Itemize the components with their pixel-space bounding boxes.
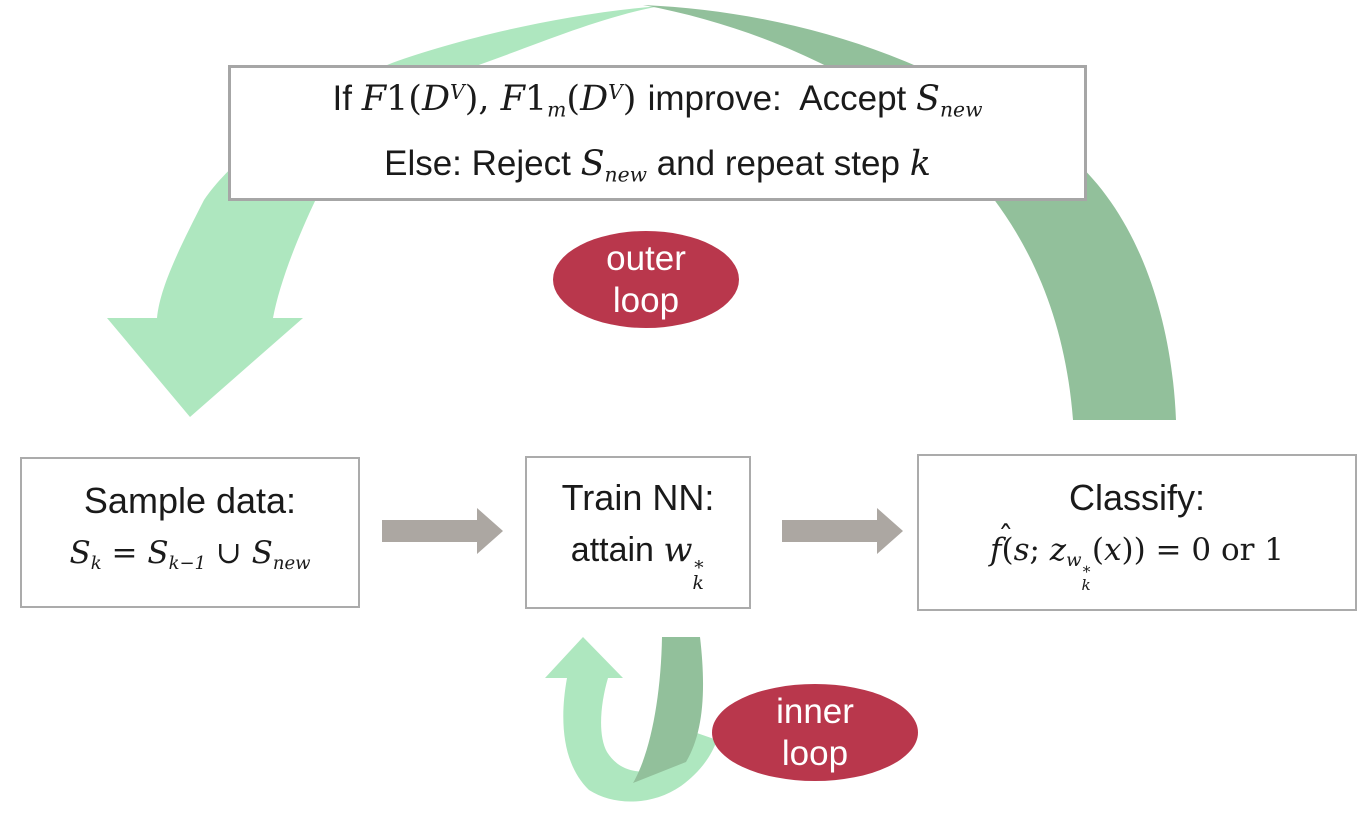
inner-loop-arrowhead <box>545 637 623 678</box>
inner-loop-label: inner loop <box>712 684 918 781</box>
outer-loop-label-line2: loop <box>612 280 680 320</box>
decision-line-2: Else: Reject Snew and repeat step k <box>384 143 931 187</box>
inner-loop-arrow-light <box>563 678 717 802</box>
inner-loop-label-line1: inner <box>776 691 854 731</box>
outer-loop-arc-light <box>107 6 660 417</box>
inner-loop-arrow-dark <box>633 637 704 783</box>
flow-arrow-sample-to-train <box>382 508 503 554</box>
inner-loop-label-line2: loop <box>781 733 849 773</box>
sample-data-formula: Sk = Sk−1 ∪ Snew <box>69 535 311 574</box>
sample-data-title: Sample data: <box>83 480 297 522</box>
decision-line-1: If F1(DV), F1m(DV) improve: Accept Snew <box>332 79 983 122</box>
train-nn-title: Train NN: <box>561 476 715 518</box>
outer-loop-label: outer loop <box>553 231 739 328</box>
sample-data-box: Sample data: Sk = Sk−1 ∪ Snew <box>20 457 360 608</box>
train-nn-box: Train NN: attain w∗k <box>525 456 751 609</box>
decision-box: If F1(DV), F1m(DV) improve: Accept Snew … <box>228 65 1087 201</box>
train-nn-formula: attain w∗k <box>570 529 706 594</box>
flow-arrow-train-to-classify <box>782 508 903 554</box>
outer-loop-label-line1: outer <box>606 238 686 278</box>
classify-title: Classify: <box>1068 477 1206 519</box>
